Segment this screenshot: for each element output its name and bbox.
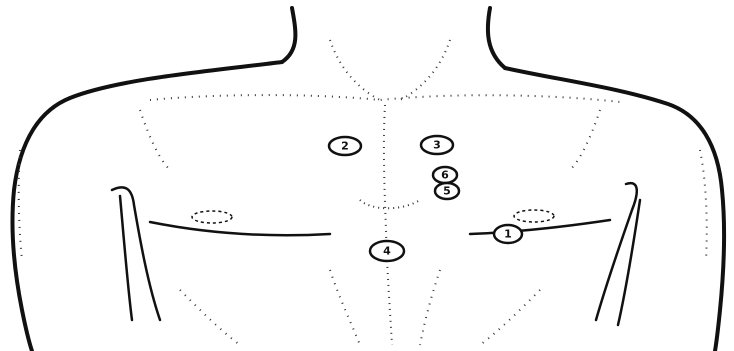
- left-armpit-line: [112, 187, 160, 320]
- marker-5-label: 5: [443, 185, 451, 198]
- marker-1-label: 1: [504, 228, 512, 241]
- left-pectoral-line: [150, 222, 330, 235]
- marker-1[interactable]: 1: [494, 225, 522, 243]
- left-nipple-outline: [192, 211, 232, 223]
- marker-6[interactable]: 6: [433, 167, 457, 183]
- right-shoulder-outline: [505, 68, 724, 351]
- marker-5[interactable]: 5: [435, 183, 459, 199]
- marker-2[interactable]: 2: [329, 137, 361, 155]
- left-shoulder-outline: [12, 62, 282, 351]
- neck-left-outline: [282, 8, 295, 62]
- right-nipple-outline: [514, 210, 554, 222]
- right-pectoral-line: [470, 220, 610, 234]
- marker-3-label: 3: [433, 139, 441, 152]
- marker-4[interactable]: 4: [370, 241, 404, 261]
- marker-4-label: 4: [383, 245, 391, 258]
- neck-right-outline: [488, 8, 505, 68]
- marker-6-label: 6: [441, 169, 449, 182]
- marker-2-label: 2: [341, 140, 349, 153]
- left-inner-arm-line: [120, 196, 132, 320]
- marker-3[interactable]: 3: [421, 136, 453, 154]
